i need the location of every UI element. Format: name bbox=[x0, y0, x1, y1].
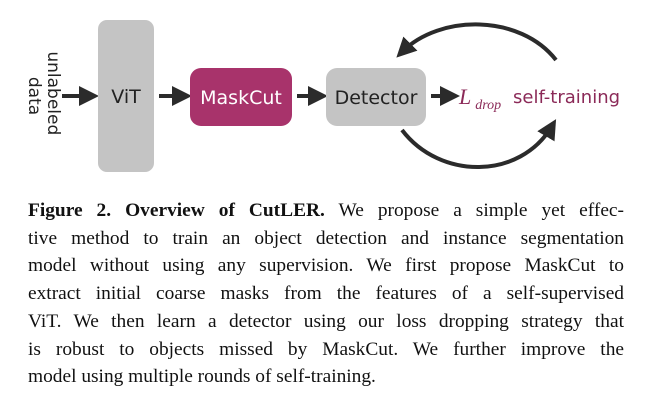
input-label-line1: unlabeled bbox=[43, 51, 63, 135]
loop-arrow-top bbox=[396, 22, 558, 62]
caption-line-5: ViT. We then learn a detector using our … bbox=[28, 310, 624, 332]
loss-subscript: drop bbox=[475, 98, 501, 113]
detector-label: Detector bbox=[335, 87, 418, 109]
input-label-line2: data bbox=[24, 77, 44, 115]
self-training-label: self-training bbox=[513, 87, 620, 108]
figure-label: Figure 2. bbox=[28, 200, 112, 221]
vit-label: ViT bbox=[111, 86, 141, 108]
loss-symbol: L bbox=[458, 84, 471, 109]
caption-line-1: Figure 2. Overview of CutLER. We propose… bbox=[28, 197, 624, 225]
figure-title: Overview of CutLER. bbox=[125, 200, 325, 221]
svg-text:unlabeled data: unlabeled data bbox=[24, 51, 63, 140]
caption-line-2: tive method to train an object detection… bbox=[28, 227, 624, 249]
caption-line-3: model without using any supervision. We … bbox=[28, 255, 624, 277]
unlabeled-data-label: unlabeled data bbox=[24, 51, 63, 140]
loop-arrow-bottom bbox=[400, 119, 557, 169]
vit-box bbox=[98, 20, 154, 172]
figure-caption: Figure 2. Overview of CutLER. We propose… bbox=[28, 197, 624, 391]
maskcut-box bbox=[190, 68, 292, 126]
caption-text-1: We propose a simple yet effec- bbox=[324, 200, 624, 221]
pipeline-diagram: unlabeled data ViT MaskCut Detector L dr… bbox=[24, 20, 620, 172]
caption-line-7: model using multiple rounds of self-trai… bbox=[28, 366, 376, 388]
loss-drop-label: L drop bbox=[458, 84, 501, 113]
caption-line-6: is robust to objects missed by MaskCut. … bbox=[28, 338, 624, 360]
detector-box bbox=[326, 68, 426, 126]
caption-line-4: extract initial coarse masks from the fe… bbox=[28, 283, 624, 305]
maskcut-label: MaskCut bbox=[200, 87, 282, 109]
